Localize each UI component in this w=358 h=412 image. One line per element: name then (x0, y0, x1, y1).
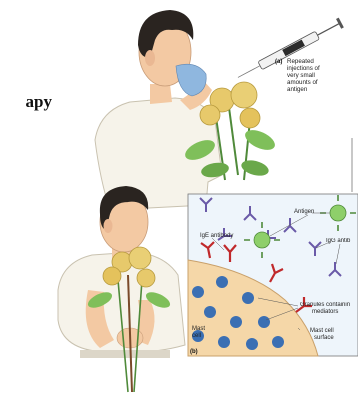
panel-b-label: (b) (190, 349, 198, 355)
mast-cell-label: Mast cell (192, 326, 205, 339)
mast-cell-label-line: Mast (192, 326, 205, 333)
mast-cell-surface-label-line: Mast cell (310, 328, 334, 335)
granules-label: Granules containin mediators (300, 302, 358, 315)
panel-a-caption: Repeated injections of very small amount… (287, 58, 347, 93)
igg-antibody-label: IgG antib (326, 238, 358, 245)
panel-a-caption-line: Repeated (287, 58, 347, 65)
antigen-label: Antigen (294, 209, 314, 216)
panel-a-caption-line: amounts of (287, 79, 347, 86)
mast-cell-surface-label: Mast cell surface (310, 328, 334, 341)
granules-label-line: Granules containin (300, 302, 358, 309)
panel-a-caption-line: very small (287, 72, 347, 79)
granules-label-line: mediators (300, 309, 358, 316)
panel-a-caption-line: antigen (287, 86, 347, 93)
mast-cell-surface-label-line: surface (310, 335, 334, 342)
ige-antibody-label: IgE antibody (200, 233, 233, 240)
panel-a-caption-line: injections of (287, 65, 347, 72)
mast-cell-label-line: cell (192, 333, 205, 340)
figure-title-fragment: apy (2, 92, 52, 112)
panel-a-label: (a) (275, 59, 282, 65)
